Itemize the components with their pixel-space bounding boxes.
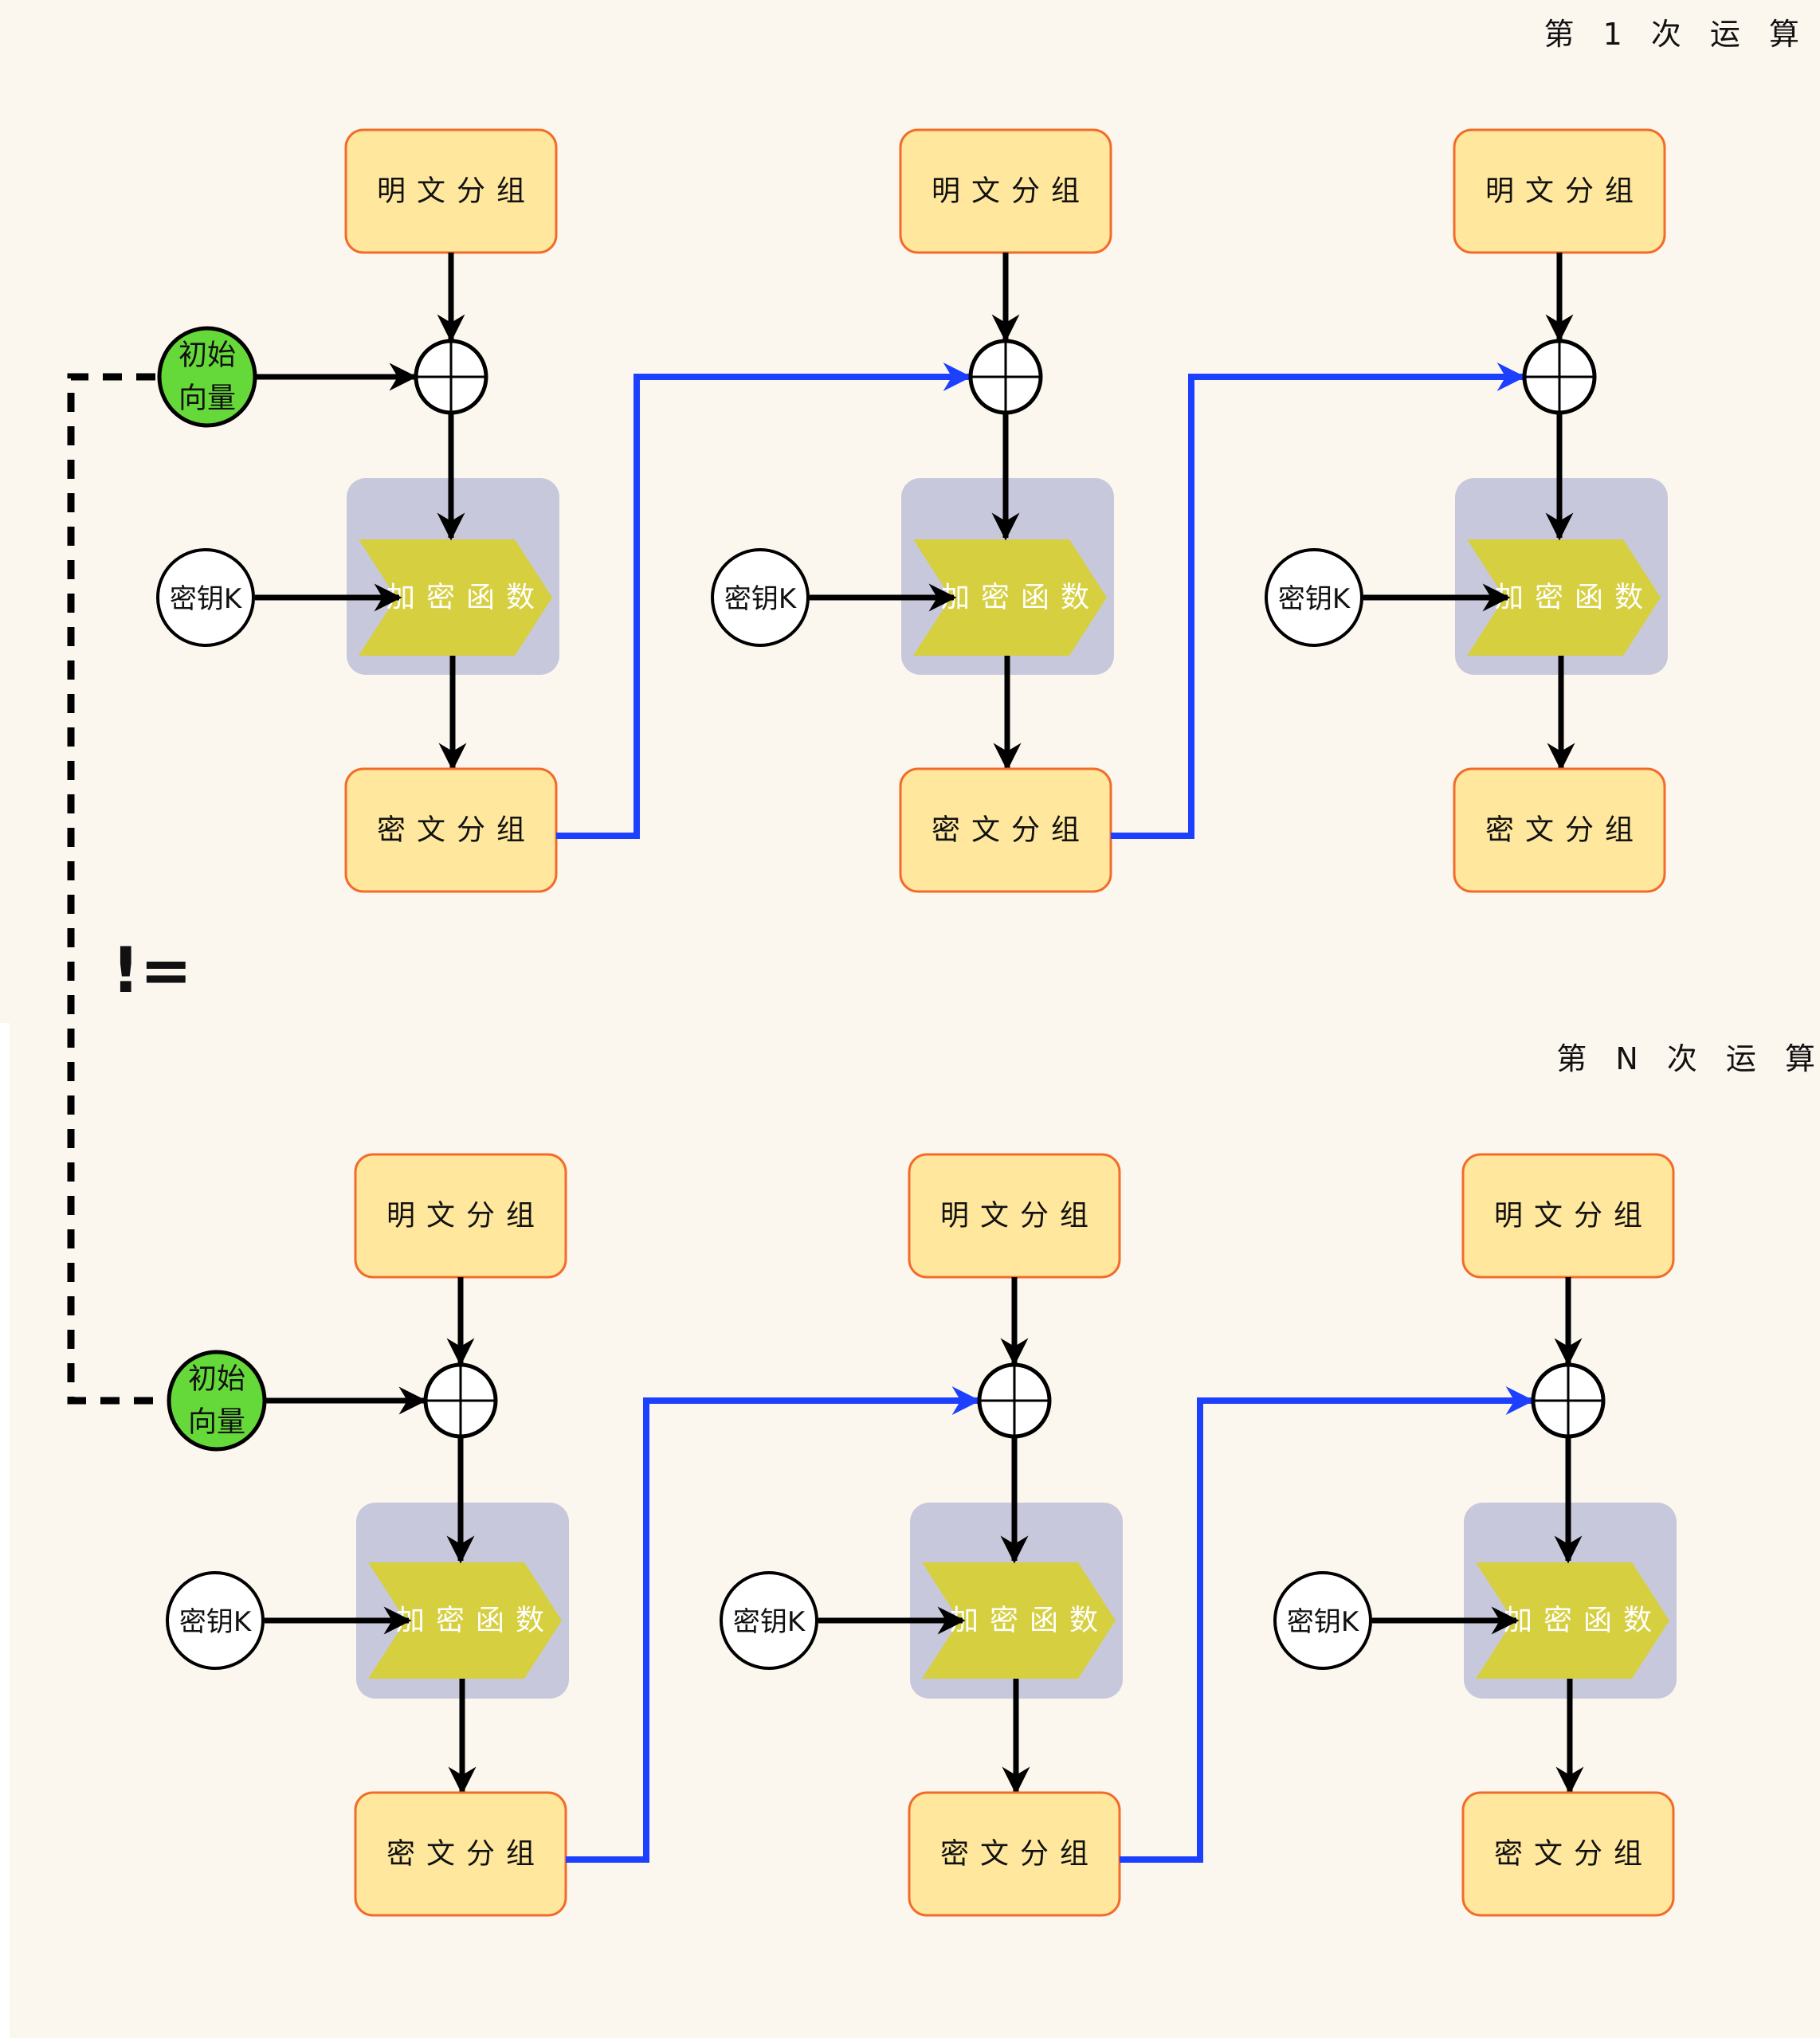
encryption-chevron <box>913 539 1107 656</box>
iv-label-line1: 初始 <box>188 1363 245 1396</box>
encryption-chevron <box>359 539 552 656</box>
key-label: 密钥K <box>733 1606 806 1638</box>
encryption-chevron <box>922 1562 1116 1679</box>
round-1: 初始向量明文分组加密函数密钥K密文分组明文分组加密函数密钥K密文分组明文分组加密… <box>156 128 1668 893</box>
key-circle <box>166 1571 265 1670</box>
encryption-function-label: 加密函数 <box>1495 582 1654 614</box>
ciphertext-block <box>1461 1791 1675 1917</box>
iv-circle <box>157 326 257 428</box>
ciphertext-label: 密文分组 <box>940 1838 1100 1871</box>
key-circle <box>711 548 810 647</box>
plaintext-label: 明文分组 <box>1485 175 1645 208</box>
round-2: 初始向量明文分组加密函数密钥K密文分组明文分组加密函数密钥K密文分组明文分组加密… <box>166 1153 1677 1917</box>
plaintext-label: 明文分组 <box>932 175 1091 208</box>
ciphertext-block <box>344 767 558 893</box>
ciphertext-label: 密文分组 <box>1494 1838 1653 1871</box>
ciphertext-chain-arrow <box>566 1386 981 1863</box>
ciphertext-chain-arrow <box>1120 1386 1535 1863</box>
encryption-function-label: 加密函数 <box>941 582 1100 614</box>
iv-label-line2: 向量 <box>178 382 236 415</box>
plaintext-label: 明文分组 <box>386 1200 546 1233</box>
key-label: 密钥K <box>1287 1606 1360 1638</box>
ciphertext-block <box>1453 767 1666 893</box>
ciphertext-chain-arrow <box>1111 363 1526 839</box>
key-label: 密钥K <box>179 1606 253 1638</box>
encryption-function-label: 加密函数 <box>950 1605 1109 1637</box>
encryption-chevron <box>1467 539 1661 656</box>
not-equal-sign: != <box>112 935 192 1007</box>
key-circle <box>1273 1571 1372 1670</box>
encryption-chevron <box>368 1562 562 1679</box>
key-circle <box>720 1571 818 1670</box>
key-label: 密钥K <box>724 583 798 615</box>
round-n-title: 第 N 次 运 算 <box>1556 1041 1820 1076</box>
encryption-function-label: 加密函数 <box>396 1605 555 1637</box>
rounds-layer: 初始向量明文分组加密函数密钥K密文分组明文分组加密函数密钥K密文分组明文分组加密… <box>156 128 1677 1917</box>
key-label: 密钥K <box>1278 583 1351 615</box>
plaintext-label: 明文分组 <box>377 175 536 208</box>
ciphertext-block <box>899 767 1112 893</box>
ciphertext-block <box>908 1791 1121 1917</box>
key-label: 密钥K <box>170 583 243 615</box>
round-1-title: 第 1 次 运 算 <box>1544 17 1810 52</box>
encryption-function-label: 加密函数 <box>1504 1605 1663 1637</box>
ciphertext-label: 密文分组 <box>932 814 1091 847</box>
ciphertext-label: 密文分组 <box>386 1838 546 1871</box>
encryption-function-label: 加密函数 <box>386 582 546 614</box>
iv-circle <box>167 1350 267 1452</box>
plaintext-label: 明文分组 <box>1494 1200 1653 1233</box>
encryption-chevron <box>1476 1562 1669 1679</box>
ciphertext-chain-arrow <box>556 363 972 839</box>
key-circle <box>156 548 255 647</box>
ciphertext-block <box>354 1791 567 1917</box>
key-circle <box>1265 548 1363 647</box>
iv-comparison-dashed-line <box>67 373 166 1405</box>
ciphertext-label: 密文分组 <box>377 814 536 847</box>
plaintext-label: 明文分组 <box>940 1200 1100 1233</box>
ciphertext-label: 密文分组 <box>1485 814 1645 847</box>
left-edge-strip <box>0 1023 10 2038</box>
iv-label-line1: 初始 <box>178 339 236 372</box>
iv-label-line2: 向量 <box>188 1406 245 1439</box>
